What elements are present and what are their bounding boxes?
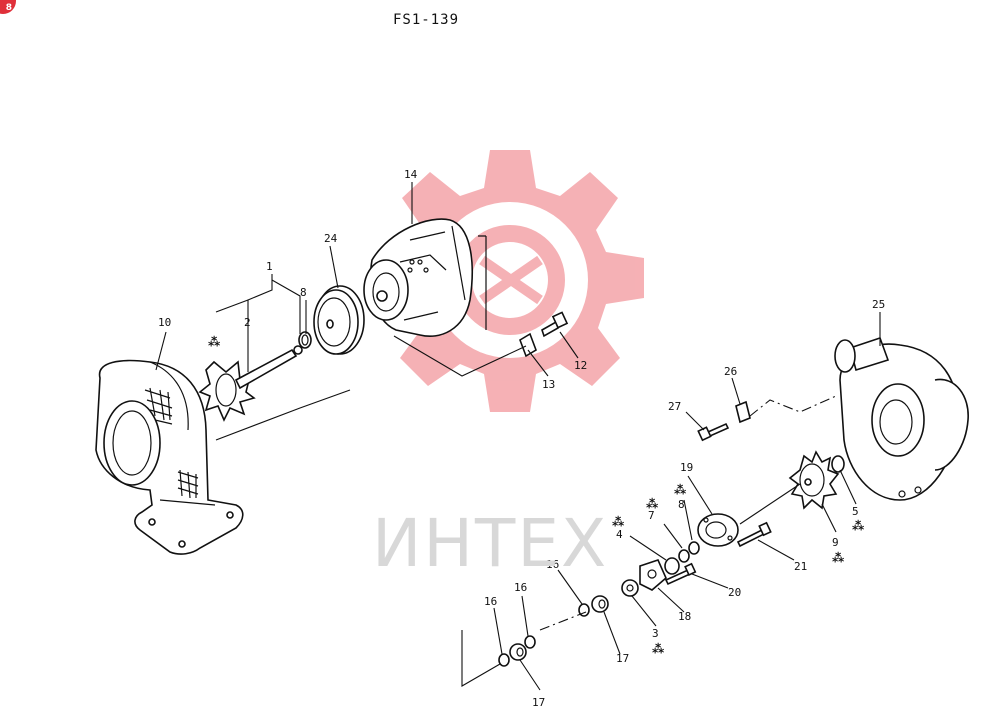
star-markers: ⁂ ⁂ ⁂ ⁂ ⁂ ⁂ ⁂	[208, 335, 865, 656]
snap-ring-part-16-lower-a	[524, 635, 536, 649]
snap-ring-part-16-upper	[578, 603, 590, 617]
callout-10: 10	[158, 316, 171, 329]
turbine-housing-part-10	[95, 359, 244, 555]
bolt-part-12	[541, 311, 569, 338]
callout-18: 18	[678, 610, 691, 623]
watermark-gear	[376, 150, 644, 412]
turbine-wheel-shaft-part-2	[198, 345, 303, 422]
bearing-part-17-lower	[509, 643, 527, 661]
star-marker: ⁂	[832, 551, 845, 565]
watermark-text: ИНТЕХ	[372, 505, 609, 582]
page-title: FS1-139	[393, 12, 460, 28]
star-marker: ⁂	[674, 483, 687, 497]
bearing-part-17-upper	[591, 595, 609, 613]
callout-21: 21	[794, 560, 807, 573]
bolt-part-27	[697, 422, 730, 442]
seal-plate-part-19	[697, 513, 739, 547]
callout-16-left: 16	[484, 595, 497, 608]
callout-19: 19	[680, 461, 693, 474]
thrust-bearing-part-18	[639, 559, 667, 591]
callout-3: 3	[652, 627, 659, 640]
callout-17-upper: 17	[616, 652, 629, 665]
compressor-wheel-part-9	[788, 450, 840, 510]
callout-27: 27	[668, 400, 681, 413]
piston-ring-part-8-right	[688, 541, 700, 555]
star-marker: ⁂	[646, 497, 659, 511]
bearing-housing-part-14	[363, 218, 487, 337]
callout-2: 2	[244, 316, 251, 329]
heat-shield-part-24	[313, 285, 365, 355]
callout-20: 20	[728, 586, 741, 599]
assembly-axes	[215, 335, 837, 687]
leader-lines	[155, 182, 881, 691]
star-marker: ⁂	[612, 515, 625, 529]
piston-ring-part-8	[298, 331, 312, 349]
callout-1: 1	[266, 260, 273, 273]
callout-labels: 1 2 8 10 24 14 13 12 25 26 27 19 8 7 4 5…	[158, 168, 885, 709]
bolt-part-21	[736, 521, 772, 548]
callout-4: 4	[616, 528, 623, 541]
callout-8-left: 8	[300, 286, 307, 299]
callout-12: 12	[574, 359, 587, 372]
thrust-collar-part-4	[664, 557, 680, 575]
callout-13: 13	[542, 378, 555, 391]
callout-26: 26	[724, 365, 737, 378]
snap-ring-part-16-lower-b	[498, 653, 510, 667]
callout-5: 5	[852, 505, 859, 518]
callout-25: 25	[872, 298, 885, 311]
compressor-housing-part-25	[834, 336, 969, 501]
star-marker: ⁂	[208, 335, 221, 349]
callout-16-mid: 16	[514, 581, 527, 594]
thrust-ring-part-3	[621, 579, 639, 597]
callout-7: 7	[648, 509, 655, 522]
nut-part-5	[831, 455, 845, 473]
lock-plate-part-26	[735, 400, 751, 424]
callout-24: 24	[324, 232, 338, 245]
callout-14: 14	[404, 168, 418, 181]
callout-9: 9	[832, 536, 839, 549]
ring-part-7	[678, 549, 690, 563]
callout-8-right: 8	[678, 498, 685, 511]
bolt-part-20	[664, 562, 697, 586]
star-marker: ⁂	[852, 519, 865, 533]
callout-17-lower: 17	[532, 696, 545, 709]
lock-plate-part-13	[519, 332, 537, 358]
star-marker: ⁂	[652, 642, 665, 656]
callout-16-upper: 16	[546, 558, 559, 571]
